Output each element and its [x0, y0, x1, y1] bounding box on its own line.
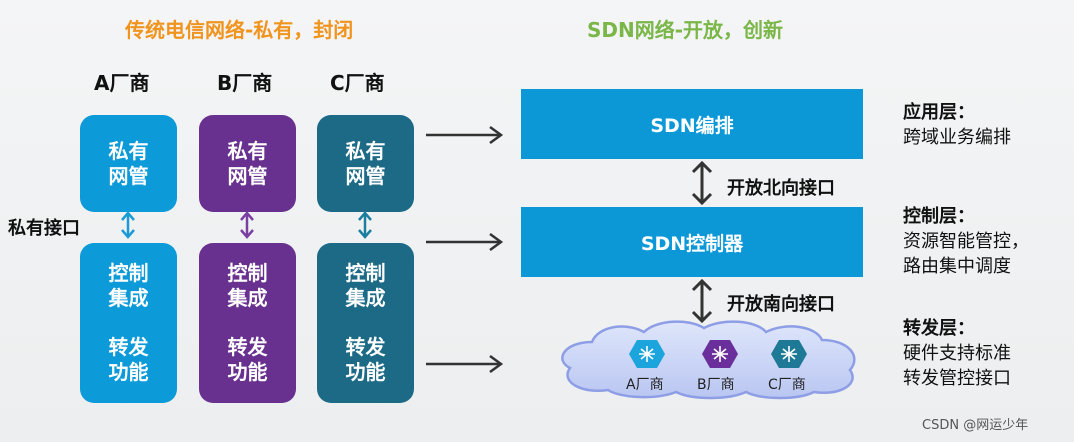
- vendor-b-control-forward: 控制 集成 转发 功能: [199, 243, 296, 403]
- integrated-line: 集成: [227, 286, 268, 310]
- vendor-b-label: B厂商: [217, 71, 273, 95]
- control-line: 控制: [227, 261, 268, 285]
- router-icon-a: [629, 340, 665, 368]
- function-line: 功能: [345, 360, 386, 384]
- router-icon-b: [702, 340, 738, 368]
- forward-line: 转发: [345, 335, 386, 359]
- forward-line: 转发: [227, 335, 268, 359]
- vendor-a-label: A厂商: [94, 71, 150, 95]
- forward-layer-desc-1: 硬件支持标准: [903, 343, 1011, 364]
- forward-layer-title: 转发层：: [903, 318, 975, 339]
- router-icon-c: [771, 340, 807, 368]
- private-mgmt-line2: 网管: [227, 163, 268, 188]
- app-layer-description: 应用层： 跨域业务编排: [903, 100, 1011, 150]
- vendor-c-label: C厂商: [330, 71, 385, 95]
- left-title: 传统电信网络-私有，封闭: [125, 18, 354, 42]
- private-mgmt-line2: 网管: [108, 163, 149, 188]
- private-mgmt-line1: 私有: [108, 138, 149, 163]
- cloud-vendor-a-label: A厂商: [626, 377, 664, 393]
- control-line: 控制: [108, 261, 149, 285]
- sdn-orchestration-bar: SDN编排: [521, 89, 863, 159]
- forward-line: 转发: [108, 335, 149, 359]
- control-line: 控制: [345, 261, 386, 285]
- cloud-vendor-b-label: B厂商: [697, 377, 735, 393]
- southbound-arrow-icon: [691, 278, 713, 324]
- integrated-line: 集成: [108, 286, 149, 310]
- forward-layer-description: 转发层： 硬件支持标准 转发管控接口: [903, 316, 1011, 391]
- control-layer-description: 控制层： 资源智能管控， 路由集中调度: [903, 204, 1029, 279]
- control-layer-desc-2: 路由集中调度: [903, 256, 1011, 277]
- cloud-vendor-c-label: C厂商: [768, 377, 806, 393]
- vendor-a-private-mgmt: 私有 网管: [80, 115, 177, 212]
- vendor-b-private-mgmt: 私有 网管: [199, 115, 296, 212]
- double-arrow-icon-a: [121, 211, 135, 239]
- double-arrow-icon-b: [240, 211, 254, 239]
- private-mgmt-line1: 私有: [227, 138, 268, 163]
- integrated-line: 集成: [345, 286, 386, 310]
- southbound-interface-label: 开放南向接口: [727, 294, 835, 315]
- double-arrow-icon-c: [358, 211, 372, 239]
- forward-layer-desc-2: 转发管控接口: [903, 368, 1011, 389]
- right-arrow-icon-bottom: [426, 354, 504, 374]
- function-line: 功能: [108, 360, 149, 384]
- function-line: 功能: [227, 360, 268, 384]
- control-layer-title: 控制层：: [903, 206, 975, 227]
- right-arrow-icon-middle: [426, 232, 504, 252]
- app-layer-desc: 跨域业务编排: [903, 127, 1011, 148]
- private-mgmt-line2: 网管: [345, 163, 386, 188]
- app-layer-title: 应用层：: [903, 102, 975, 123]
- northbound-arrow-icon: [691, 160, 713, 206]
- right-arrow-icon-top: [426, 125, 504, 145]
- right-title: SDN网络-开放，创新: [587, 18, 784, 42]
- vendor-c-control-forward: 控制 集成 转发 功能: [317, 243, 414, 403]
- watermark: CSDN @网运少年: [922, 418, 1029, 433]
- vendor-c-private-mgmt: 私有 网管: [317, 115, 414, 212]
- private-mgmt-line1: 私有: [345, 138, 386, 163]
- control-layer-desc-1: 资源智能管控，: [903, 231, 1029, 252]
- private-interface-label: 私有接口: [8, 218, 80, 239]
- northbound-interface-label: 开放北向接口: [727, 178, 835, 199]
- vendor-a-control-forward: 控制 集成 转发 功能: [80, 243, 177, 403]
- sdn-controller-bar: SDN控制器: [521, 207, 863, 277]
